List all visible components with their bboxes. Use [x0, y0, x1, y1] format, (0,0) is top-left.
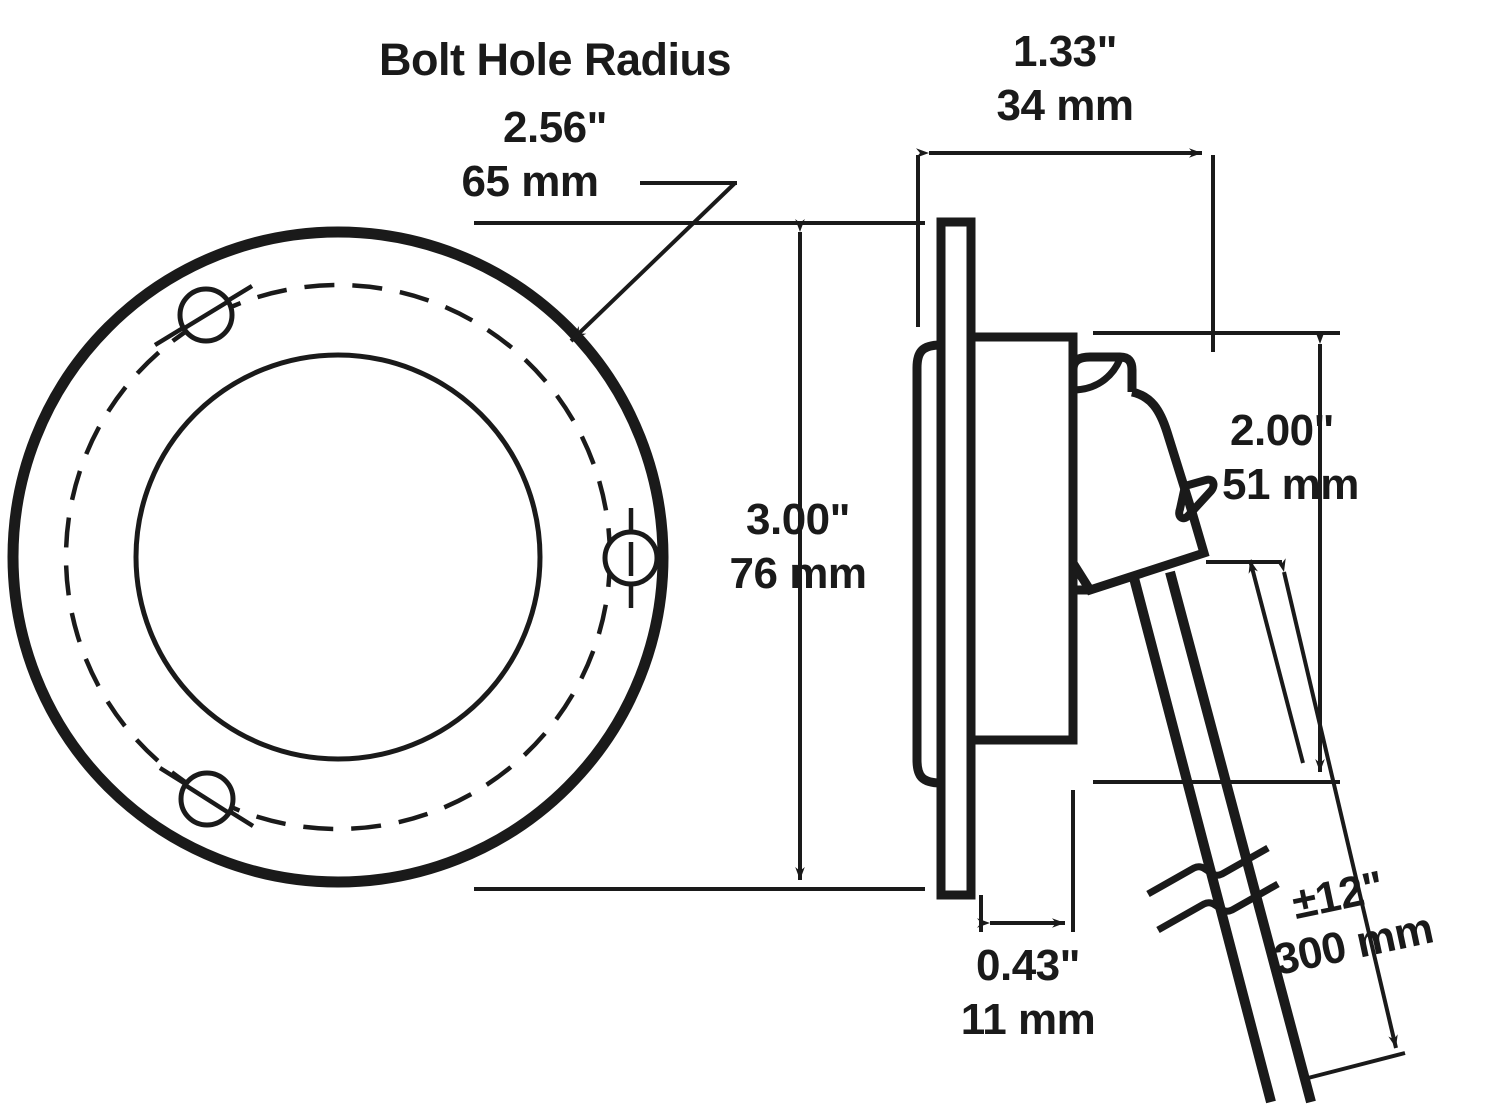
depth-dimension-mm: 34 mm — [996, 81, 1134, 130]
diameter-dimension-inches: 3.00" — [746, 495, 851, 544]
front-view-group — [7, 226, 669, 888]
wire-length-dimension — [1206, 558, 1406, 1080]
flange-thickness-mm: 11 mm — [960, 995, 1096, 1044]
pigtail-wire — [1129, 570, 1316, 1104]
wire-break-symbol — [1146, 844, 1280, 934]
diameter-dimension — [474, 219, 925, 891]
bolt-hole-lower-left — [158, 766, 255, 828]
connector-body-profile — [1130, 387, 1197, 514]
bolt-hole-upper-left — [153, 284, 254, 347]
bolt-hole-circle-dashed — [63, 282, 613, 832]
flange-thickness-inches: 0.43" — [976, 941, 1081, 990]
connector-height-inches: 2.00" — [1230, 406, 1335, 455]
flange-plate-profile — [936, 217, 976, 900]
connector-height-mm: 51 mm — [1222, 460, 1359, 509]
bolt-hole-right — [602, 508, 660, 608]
housing-body-profile — [971, 332, 1078, 745]
bolt-hole-radius-leader — [474, 181, 925, 343]
depth-dimension-inches: 1.33" — [1013, 27, 1118, 76]
bolt-hole-radius-title: Bolt Hole Radius — [378, 34, 732, 85]
bolt-hole-radius-inches: 2.56" — [503, 103, 608, 152]
depth-dimension — [916, 148, 1215, 352]
bolt-hole-radius-mm: 65 mm — [461, 157, 599, 206]
connector-height-dimension — [1093, 331, 1340, 784]
connector-shoulder-profile — [1068, 352, 1137, 392]
gasket-lip-profile — [912, 340, 942, 788]
connector-bottom-edge — [1069, 510, 1210, 596]
flange-outer-circle — [7, 226, 669, 888]
diameter-dimension-mm: 76 mm — [729, 549, 867, 598]
connector-latch-tab — [1175, 475, 1218, 523]
connector-shoulder-inner-curve — [1072, 357, 1124, 394]
lens-inner-circle — [133, 352, 543, 762]
flange-thickness-dimension — [977, 790, 1075, 932]
